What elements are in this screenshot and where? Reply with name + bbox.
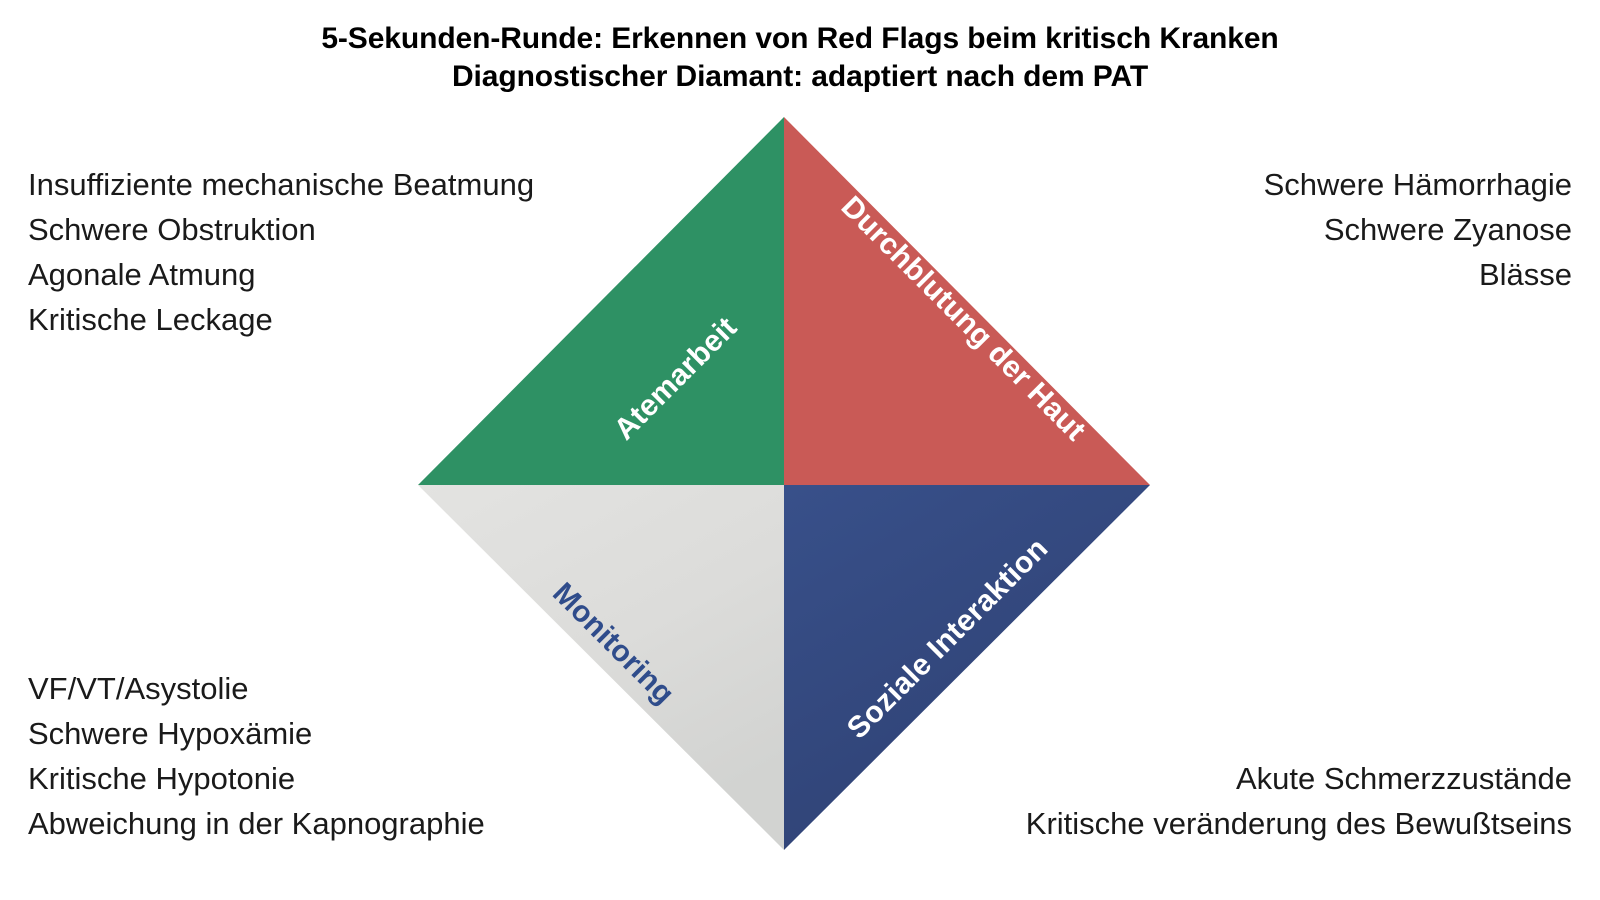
quadrant-atemarbeit[interactable] xyxy=(418,117,784,485)
quadrant-monitoring[interactable] xyxy=(418,485,784,850)
annotation-line: Schwere Obstruktion xyxy=(28,212,316,247)
annotation-line: Blässe xyxy=(1478,257,1572,292)
annotation-line: Schwere Hämorrhagie xyxy=(1263,167,1572,202)
annotation-line: Kritische Leckage xyxy=(28,302,273,337)
annotation-line: Akute Schmerzzustände xyxy=(1235,761,1572,796)
page-title: 5-Sekunden-Runde: Erkennen von Red Flags… xyxy=(0,20,1600,96)
quadrant-durchblutung-der-haut[interactable] xyxy=(784,117,1150,485)
title-line-2: Diagnostischer Diamant: adaptiert nach d… xyxy=(451,59,1149,93)
annotation-line: Agonale Atmung xyxy=(28,257,256,292)
diagnostic-diamond: Atemarbeit Durchblutung der Haut Monitor… xyxy=(418,117,1150,850)
title-line-1: 5-Sekunden-Runde: Erkennen von Red Flags… xyxy=(321,22,1279,55)
annotation-line: Kritische veränderung des Bewußtseins xyxy=(1025,806,1572,841)
annotation-line: Schwere Hypoxämie xyxy=(28,716,313,751)
annotations-bottom-left: VF/VT/Asystolie Schwere Hypoxämie Kritis… xyxy=(28,666,485,846)
annotations-bottom-right: Akute Schmerzzustände Kritische veränder… xyxy=(1026,756,1572,846)
annotation-line: Insuffiziente mechanische Beatmung xyxy=(28,167,535,202)
annotation-line: VF/VT/Asystolie xyxy=(28,671,249,706)
annotations-top-left: Insuffiziente mechanische Beatmung Schwe… xyxy=(28,162,534,342)
annotation-line: Schwere Zyanose xyxy=(1323,212,1572,247)
annotation-line: Kritische Hypotonie xyxy=(28,761,296,796)
annotation-line: Abweichung in der Kapnographie xyxy=(28,806,485,841)
annotations-top-right: Schwere Hämorrhagie Schwere Zyanose Bläs… xyxy=(1264,162,1572,297)
quadrant-soziale-interaktion[interactable] xyxy=(784,485,1150,850)
